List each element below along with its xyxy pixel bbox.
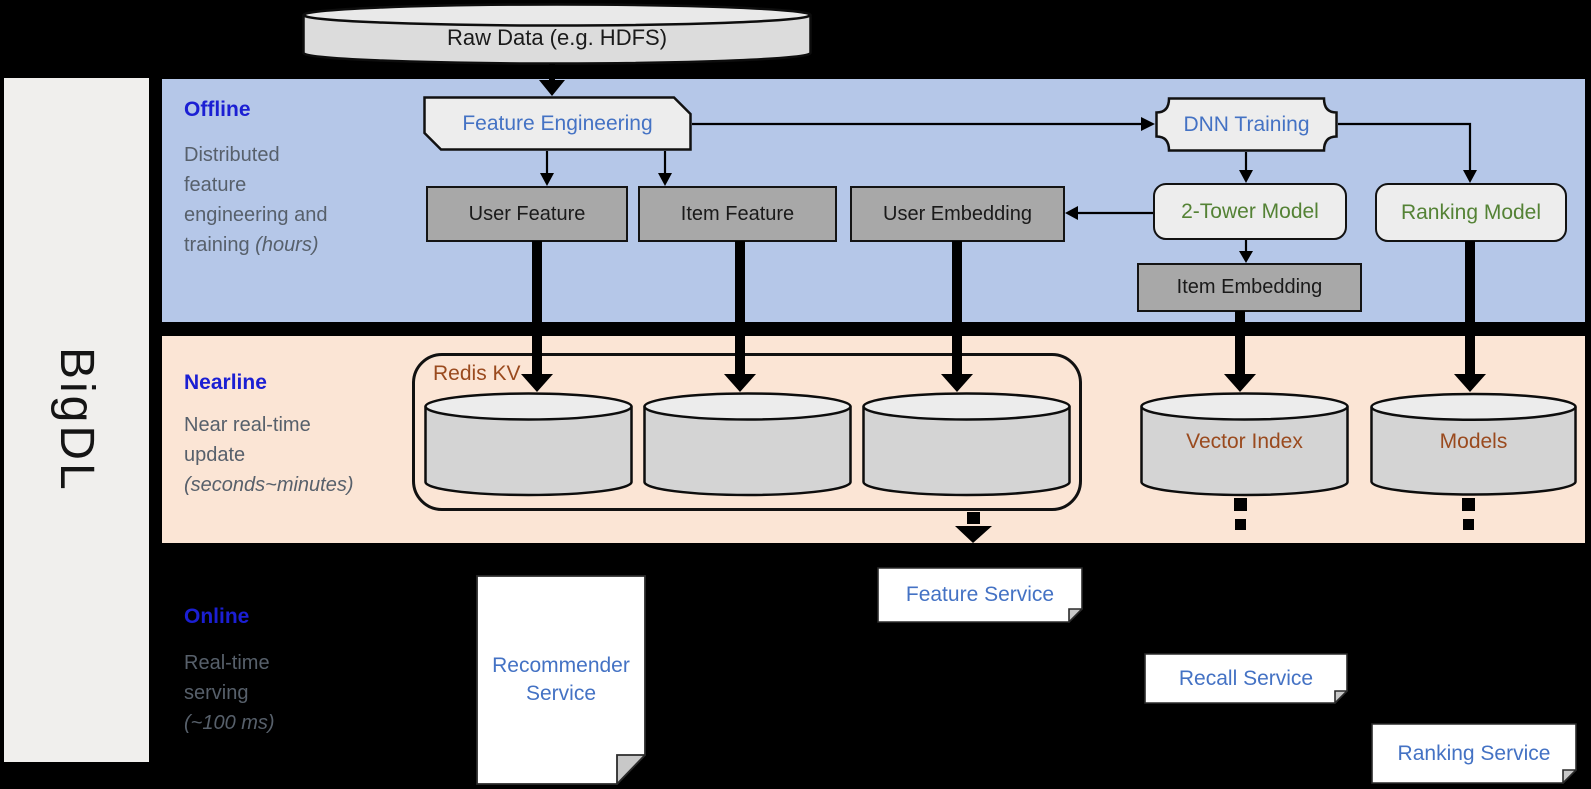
ranking-service-label: Ranking Service [1397, 741, 1551, 765]
item-embedding-node: Item Embedding [1137, 263, 1362, 312]
nearline-title: Nearline [184, 371, 267, 394]
user-feature-node: User Feature [426, 186, 628, 242]
online-desc-line3: (~100 ms) [184, 712, 275, 734]
dnn-training-node: DNN Training [1155, 97, 1338, 152]
user-embedding-label: User Embedding [883, 202, 1032, 225]
nearline-desc-line2: update [184, 444, 246, 466]
offline-desc-line3: engineering and [184, 204, 328, 226]
item-feature-label: Item Feature [680, 202, 795, 225]
cylinder-shape [424, 392, 633, 497]
bigdl-rail: BigDL [4, 78, 149, 762]
online-title: Online [184, 605, 250, 628]
user-feature-label: User Feature [468, 202, 586, 225]
dnn-training-label: DNN Training [1183, 112, 1310, 136]
vector-index-label: Vector Index [1186, 430, 1303, 453]
nearline-description: Near real-time update (seconds~minutes) [184, 410, 414, 500]
cylinder-shape [1140, 392, 1349, 497]
nearline-desc-line3: (seconds~minutes) [184, 474, 354, 496]
offline-title: Offline [184, 98, 251, 121]
redis-cylinder-2 [643, 392, 852, 497]
cylinder-shape [862, 392, 1071, 497]
redis-kv-container: Redis KV [412, 353, 1082, 511]
feature-engineering-label: Feature Engineering [462, 111, 653, 135]
feature-service-label: Feature Service [905, 583, 1055, 606]
bigdl-label: BigDL [50, 347, 103, 493]
offline-desc-line1: Distributed [184, 144, 280, 166]
offline-description: Distributed feature engineering and trai… [184, 140, 414, 260]
raw-data-label: Raw Data (e.g. HDFS) [446, 25, 668, 50]
document-shape [877, 567, 1083, 623]
raw-data-store: Raw Data (e.g. HDFS) [302, 3, 812, 65]
nearline-desc-line1: Near real-time [184, 414, 311, 436]
redis-kv-label: Redis KV [433, 362, 521, 385]
recall-service-label: Recall Service [1178, 666, 1314, 690]
snip-corner-shape [423, 96, 692, 151]
offline-desc-line4-italic: (hours) [255, 234, 319, 256]
item-feature-node: Item Feature [638, 186, 837, 242]
recall-service-node: Recall Service [1144, 653, 1348, 704]
offline-desc-line2: feature [184, 174, 247, 196]
online-desc-line1: Real-time [184, 652, 270, 674]
cylinder-shape [1370, 392, 1577, 496]
redis-cylinder-3 [862, 392, 1071, 497]
feature-service-node: Feature Service [877, 567, 1083, 623]
redis-cylinder-1 [424, 392, 633, 497]
plaque-shape [1155, 97, 1338, 152]
user-embedding-node: User Embedding [850, 186, 1065, 242]
document-shape [1371, 723, 1577, 784]
ranking-service-node: Ranking Service [1371, 723, 1577, 784]
two-tower-model-label: 2-Tower Model [1181, 199, 1319, 223]
cylinder-shape [643, 392, 852, 497]
two-tower-model-node: 2-Tower Model [1153, 183, 1347, 240]
cylinder-shape [302, 3, 812, 65]
document-shape [476, 575, 646, 785]
document-shape [1144, 653, 1348, 704]
offline-desc-line4-text: training [184, 234, 256, 256]
item-embedding-label: Item Embedding [1176, 276, 1323, 298]
recommender-service-label: Recommender Service [476, 575, 646, 785]
vector-index-store: Vector Index [1140, 392, 1349, 497]
models-store: Models [1370, 392, 1577, 497]
recommender-service-line2: Service [525, 682, 597, 705]
ranking-model-node: Ranking Model [1375, 183, 1567, 242]
recommender-service-line1: Recommender [492, 654, 630, 677]
online-desc-line2: serving [184, 682, 249, 704]
recommender-service-node: Recommender Service [476, 575, 646, 785]
feature-engineering-node: Feature Engineering [423, 96, 692, 151]
online-description: Real-time serving (~100 ms) [184, 648, 414, 738]
ranking-model-label: Ranking Model [1400, 200, 1542, 224]
offline-desc-line4: training (hours) [184, 230, 414, 260]
models-label: Models [1439, 430, 1508, 453]
